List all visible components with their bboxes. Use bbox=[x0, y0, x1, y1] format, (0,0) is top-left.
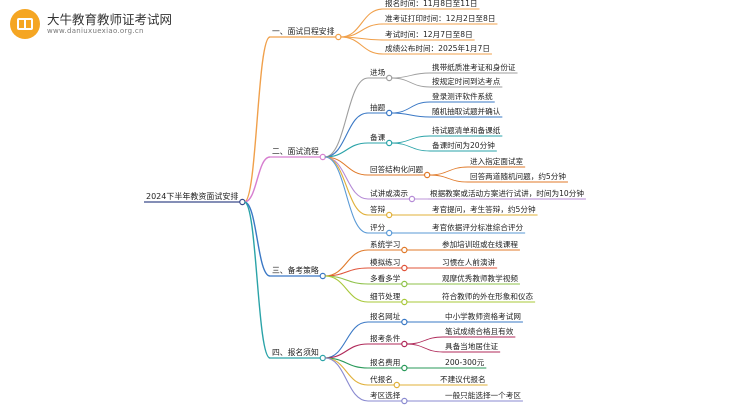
connector-line bbox=[324, 275, 369, 303]
node-dot bbox=[401, 340, 408, 348]
topic-label: 报名网址 bbox=[370, 311, 401, 321]
node-dot bbox=[385, 139, 393, 147]
connector-line bbox=[391, 112, 431, 118]
topic-label: 细节处理 bbox=[370, 291, 401, 301]
topic-label: 试讲或演示 bbox=[370, 188, 408, 198]
connector-line bbox=[243, 201, 271, 359]
schedule-item-label: 报名时间：11月8日至11日 bbox=[385, 0, 478, 8]
connector-line bbox=[391, 135, 431, 144]
detail-label: 回答两道随机问题，约5分钟 bbox=[470, 171, 566, 181]
detail-label: 按规定时间到达考点 bbox=[432, 76, 501, 86]
connector-line bbox=[324, 321, 369, 359]
connector-line bbox=[340, 36, 384, 55]
branch-label: 二、面试流程 bbox=[272, 146, 319, 156]
detail-label: 观摩优秀教师教学视频 bbox=[442, 273, 518, 283]
logo-subtitle: www.daniuxuexiao.org.cn bbox=[47, 27, 144, 36]
detail-label: 200-300元 bbox=[445, 358, 485, 367]
node-dot bbox=[401, 397, 408, 405]
detail-label: 随机抽取试题并确认 bbox=[432, 106, 501, 116]
topic-label: 评分 bbox=[370, 223, 386, 232]
logo-title: 大牛教育教师证考试网 bbox=[47, 11, 173, 27]
node-dot bbox=[401, 264, 408, 272]
connector-line bbox=[244, 201, 271, 277]
connector-line bbox=[324, 156, 369, 234]
branch-label: 三、备考策略 bbox=[272, 265, 319, 275]
detail-label: 携带纸质准考证和身份证 bbox=[432, 62, 516, 72]
node-dot bbox=[385, 211, 393, 219]
topic-label: 模拟练习 bbox=[370, 257, 400, 267]
node-dot bbox=[319, 272, 326, 280]
topic-label: 多看多学 bbox=[370, 273, 401, 283]
topic-label: 抽题 bbox=[370, 102, 386, 112]
connector-line bbox=[324, 343, 369, 359]
topic-label: 考区选择 bbox=[370, 390, 401, 400]
connector-line bbox=[340, 8, 384, 38]
detail-label: 持试题清单和备课纸 bbox=[432, 125, 501, 135]
schedule-item-label: 准考证打印时间：12月2日至8日 bbox=[385, 13, 495, 23]
detail-label: 考官提问，考生答辩，约5分钟 bbox=[432, 204, 536, 214]
topic-label: 回答结构化问题 bbox=[370, 164, 424, 174]
detail-label: 进入指定面试室 bbox=[470, 156, 524, 166]
book-icon bbox=[10, 9, 40, 39]
branch-label: 四、报名须知 bbox=[272, 347, 319, 357]
connector-line bbox=[324, 112, 369, 158]
detail-label: 笔试成绩合格且有效 bbox=[445, 326, 514, 336]
detail-label: 符合教师的外在形象和仪态 bbox=[442, 291, 534, 301]
logo: 大牛教育教师证考试网 www.daniuxuexiao.org.cn bbox=[10, 9, 172, 39]
detail-label: 具备当地居住证 bbox=[445, 341, 499, 351]
node-dot bbox=[385, 74, 393, 82]
node-dot bbox=[408, 195, 416, 203]
topic-label: 进场 bbox=[370, 68, 386, 77]
detail-label: 考官依据评分标准综合评分 bbox=[432, 222, 524, 232]
node-dot bbox=[385, 109, 393, 117]
schedule-item-label: 成绩公布时间：2025年1月7日 bbox=[385, 43, 490, 53]
connector-line bbox=[391, 72, 431, 79]
topic-label: 备课 bbox=[370, 132, 386, 142]
connector-line bbox=[324, 357, 369, 386]
connector-line bbox=[244, 156, 271, 203]
detail-label: 备课时间为20分钟 bbox=[432, 140, 495, 150]
node-dot bbox=[239, 198, 246, 206]
node-dot bbox=[319, 354, 326, 362]
node-dot bbox=[401, 280, 408, 288]
topic-label: 答辩 bbox=[370, 204, 386, 214]
detail-label: 根据教案或活动方案进行试讲，时间为10分钟 bbox=[430, 188, 584, 198]
topic-label: 报名费用 bbox=[370, 357, 400, 367]
connector-line bbox=[391, 142, 431, 152]
branch-label: 一、面试日程安排 bbox=[272, 26, 335, 36]
root-node-label: 2024下半年教资面试安排 bbox=[146, 191, 238, 201]
schedule-item-label: 考试时间：12月7日至8日 bbox=[385, 29, 473, 39]
node-dot bbox=[335, 33, 342, 41]
connector-line bbox=[406, 343, 444, 353]
detail-label: 不建议代报名 bbox=[440, 374, 486, 384]
connector-line bbox=[324, 156, 369, 200]
topic-label: 报考条件 bbox=[370, 333, 401, 343]
connector-line bbox=[391, 101, 431, 114]
connector-line bbox=[324, 142, 369, 158]
connector-line bbox=[324, 357, 369, 402]
node-dot bbox=[393, 381, 400, 389]
connector-line bbox=[340, 23, 384, 38]
node-dot bbox=[423, 171, 431, 179]
detail-label: 参加培训班或在线课程 bbox=[442, 239, 518, 249]
detail-label: 一般只能选择一个考区 bbox=[445, 390, 521, 400]
connector-line bbox=[324, 77, 369, 158]
connector-line bbox=[406, 336, 444, 345]
topic-label: 代报名 bbox=[370, 374, 393, 384]
topic-label: 系统学习 bbox=[370, 239, 400, 249]
node-dot bbox=[319, 153, 326, 161]
connector-line bbox=[243, 36, 271, 203]
connector-line bbox=[429, 166, 469, 176]
connector-line bbox=[391, 77, 431, 88]
detail-label: 登录测评软件系统 bbox=[432, 91, 493, 101]
node-dot bbox=[401, 318, 408, 326]
node-dot bbox=[401, 364, 408, 372]
detail-label: 习惯在人前演讲 bbox=[442, 257, 496, 267]
node-dot bbox=[385, 229, 393, 237]
detail-label: 中小学教师资格考试网 bbox=[445, 311, 521, 321]
node-dot bbox=[401, 246, 408, 254]
node-dot bbox=[401, 298, 408, 306]
connector-line bbox=[429, 174, 469, 183]
